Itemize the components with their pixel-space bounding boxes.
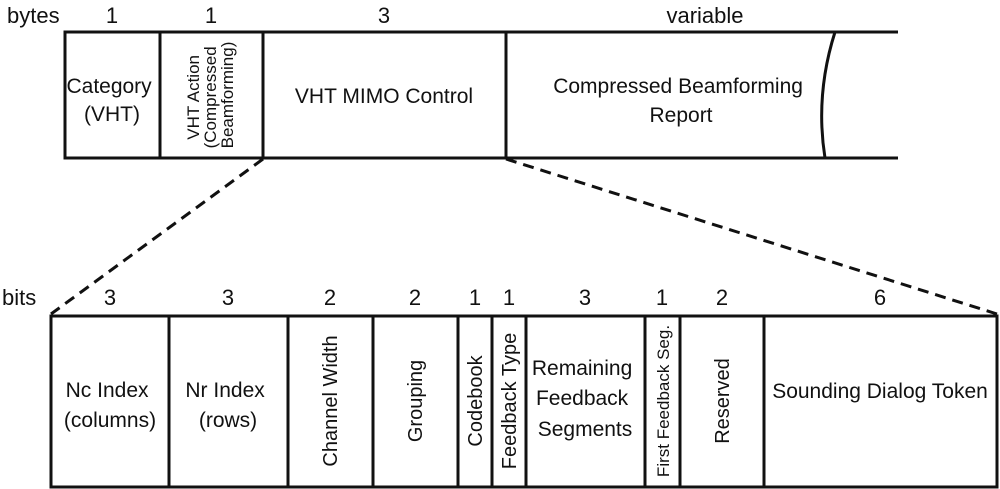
category-field-label: Category (VHT) xyxy=(66,75,157,126)
remaining-feedback-segments-field-label: Remaining Feedback Segments xyxy=(532,357,638,441)
top-unit-label: bytes xyxy=(7,3,60,28)
expansion-line-left xyxy=(50,157,264,316)
top-frame xyxy=(63,30,898,160)
mimo-control-outline xyxy=(49,314,999,489)
codebook-field-label: Codebook xyxy=(465,354,487,446)
top-frame-outline xyxy=(63,30,838,160)
expansion-line-right xyxy=(505,157,998,316)
nr-index-field-label: Nr Index (rows) xyxy=(185,379,270,432)
bit-field-size: 3 xyxy=(579,285,591,310)
top-field-size: variable xyxy=(666,3,743,28)
expansion-lines xyxy=(50,157,998,316)
bit-field-size: 3 xyxy=(222,285,234,310)
top-field-size: 1 xyxy=(106,3,118,28)
top-field-size: 1 xyxy=(205,3,217,28)
vht-action-field-label: VHT Action (Compressed Beamforming) xyxy=(184,42,237,149)
channel-width-field-label: Channel Width xyxy=(320,335,342,466)
compressed-beamforming-report-field-label: Compressed Beamforming Report xyxy=(553,75,809,127)
nc-index-field-label: Nc Index (columns) xyxy=(64,379,156,432)
top-field-size: 3 xyxy=(378,3,390,28)
bit-field-size: 3 xyxy=(104,285,116,310)
bottom-unit-label: bits xyxy=(2,285,36,310)
bit-field-size: 1 xyxy=(469,285,481,310)
vht-mimo-control-field-label: VHT MIMO Control xyxy=(295,85,473,108)
mimo-control-frame xyxy=(49,314,999,489)
bit-field-size: 1 xyxy=(503,285,515,310)
bit-field-size: 2 xyxy=(324,285,336,310)
sounding-dialog-token-field-label: Sounding Dialog Token xyxy=(772,380,988,403)
bit-field-size: 6 xyxy=(874,285,886,310)
bit-field-size: 2 xyxy=(409,285,421,310)
bit-field-size: 1 xyxy=(656,285,668,310)
grouping-field-label: Grouping xyxy=(405,360,427,442)
reserved-field-label: Reserved xyxy=(712,358,734,444)
feedback-type-field-label: Feedback Type xyxy=(499,333,521,469)
bit-field-size: 2 xyxy=(716,285,728,310)
first-feedback-segment-field-label: First Feedback Seg. xyxy=(654,325,673,477)
